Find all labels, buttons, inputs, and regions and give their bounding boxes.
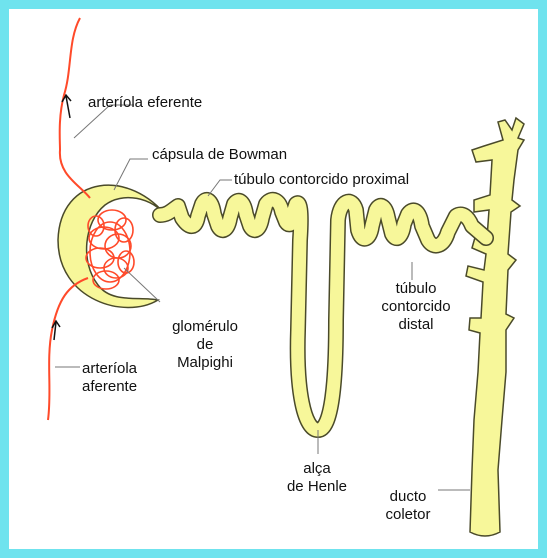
glomerulo-label: glomérulo de Malpighi bbox=[162, 318, 248, 372]
tubulo-proximal-label: túbulo contorcido proximal bbox=[234, 171, 409, 189]
efferent-arteriole bbox=[60, 18, 90, 198]
flow-arrow-up-icon bbox=[62, 95, 71, 118]
glomerulus bbox=[86, 210, 134, 289]
arteriola-aferente-label-line2: aferente bbox=[82, 378, 137, 396]
glomerulo-label-line1: glomérulo bbox=[162, 318, 248, 336]
arteriola-aferente-label: arteríola aferente bbox=[82, 360, 137, 396]
alca-henle-label-line1: alça bbox=[262, 460, 372, 478]
glomerulo-label-line2: de bbox=[162, 336, 248, 354]
tubulo-distal-label-line3: distal bbox=[368, 316, 464, 334]
alca-henle-label-line2: de Henle bbox=[262, 478, 372, 496]
capsula-bowman-label: cápsula de Bowman bbox=[152, 146, 287, 164]
tubulo-distal-label: túbulo contorcido distal bbox=[368, 280, 464, 334]
tubulo-distal-label-line1: túbulo bbox=[368, 280, 464, 298]
ducto-coletor-label-line2: coletor bbox=[376, 506, 440, 524]
arteriola-eferente-label: arteríola eferente bbox=[88, 94, 202, 112]
glomerulo-label-line3: Malpighi bbox=[162, 354, 248, 372]
ducto-coletor-label-line1: ducto bbox=[376, 488, 440, 506]
afferent-arteriole bbox=[48, 278, 88, 420]
tubulo-distal-label-line2: contorcido bbox=[368, 298, 464, 316]
collecting-duct bbox=[466, 118, 524, 536]
ducto-coletor-label: ducto coletor bbox=[376, 488, 440, 524]
arteriola-aferente-label-line1: arteríola bbox=[82, 360, 137, 378]
alca-henle-label: alça de Henle bbox=[262, 460, 372, 496]
